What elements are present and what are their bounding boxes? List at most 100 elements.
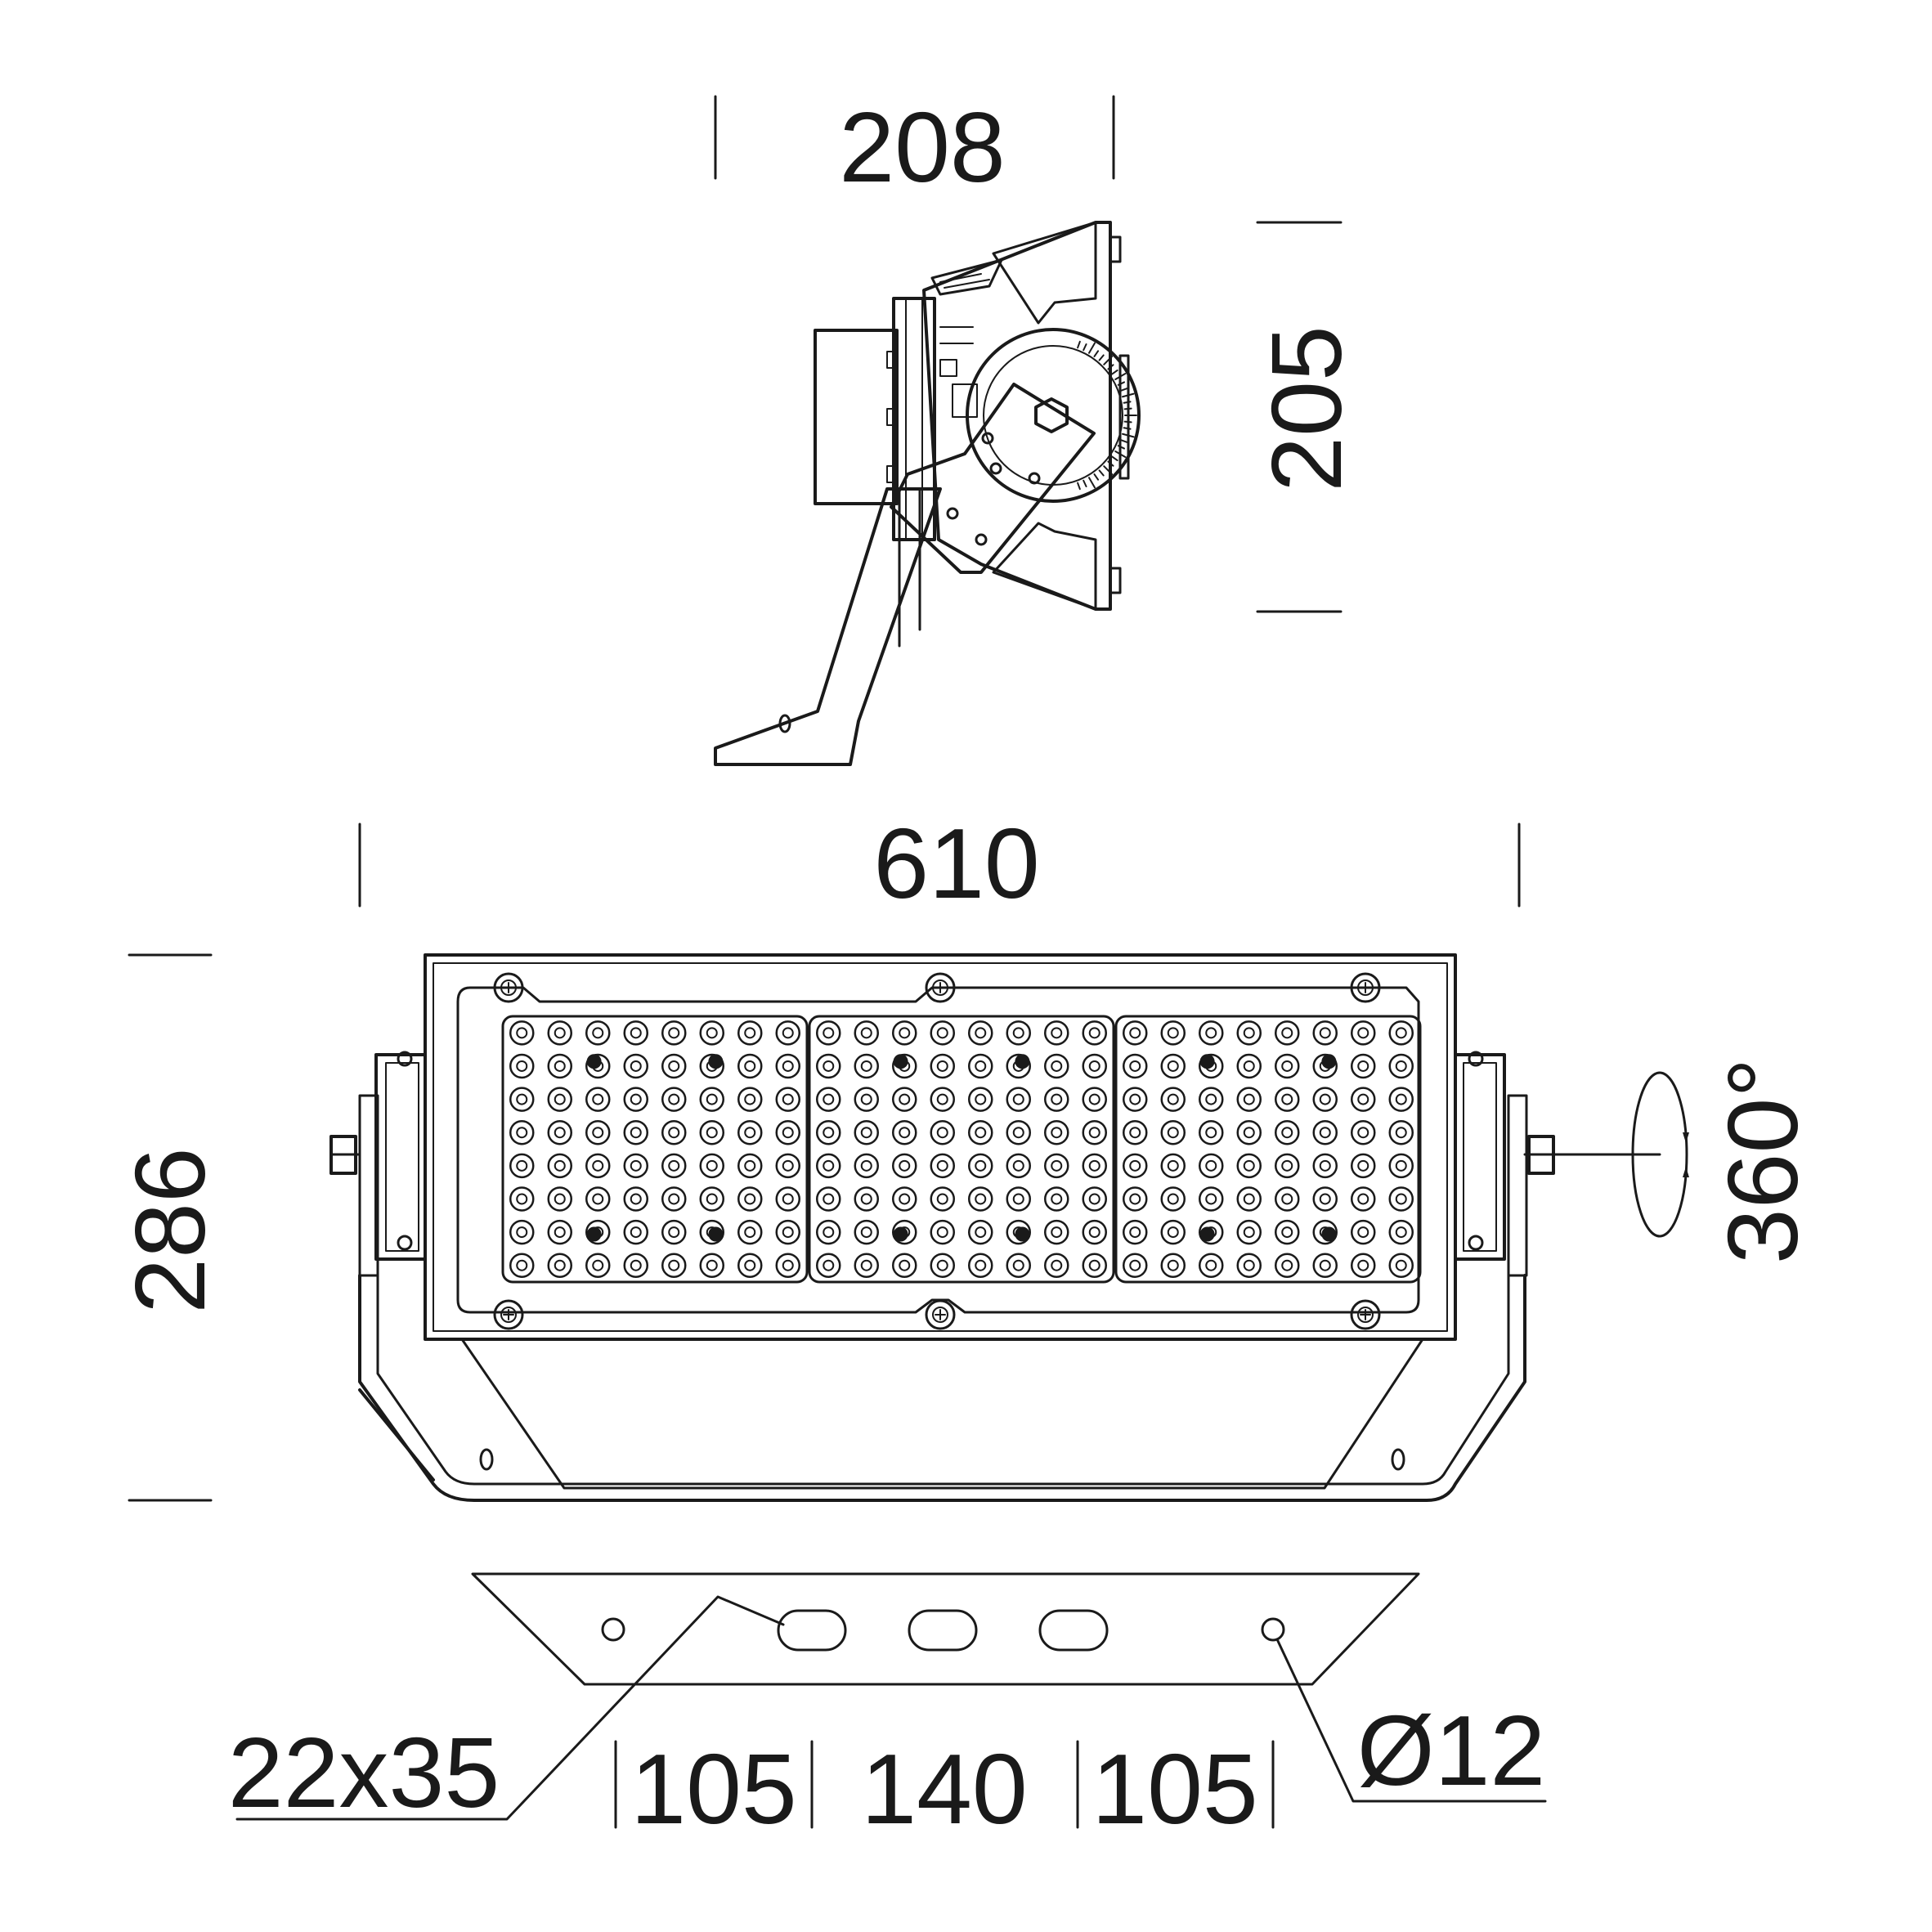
housing-screw xyxy=(925,972,956,1003)
led-lens xyxy=(699,1087,724,1112)
led-lens xyxy=(1236,1186,1262,1212)
led-lens xyxy=(1351,1053,1376,1079)
led-lens-inner xyxy=(1319,1159,1331,1172)
led-lens xyxy=(1236,1053,1262,1079)
led-lens-inner xyxy=(782,1193,794,1205)
dial-tick xyxy=(1103,465,1114,476)
led-lens xyxy=(1388,1087,1414,1112)
led-lens xyxy=(623,1119,648,1145)
led-lens xyxy=(1388,1053,1414,1079)
led-lens-inner xyxy=(668,1259,680,1271)
led-lens-inner xyxy=(1167,1127,1179,1139)
led-lens-inner xyxy=(1051,1060,1063,1072)
led-lens xyxy=(1351,1153,1376,1179)
led-lens xyxy=(854,1153,879,1179)
led-lens xyxy=(775,1119,800,1145)
led-lens xyxy=(1082,1087,1107,1112)
led-lens-inner xyxy=(1051,1027,1063,1039)
led-lens xyxy=(661,1219,687,1245)
led-lens xyxy=(1388,1219,1414,1245)
led-lens-inner xyxy=(1051,1226,1063,1239)
led-lens xyxy=(775,1087,800,1112)
led-lens-inner xyxy=(1357,1159,1369,1172)
led-lens-inner xyxy=(1395,1027,1407,1039)
dial-tick xyxy=(1098,354,1105,361)
led-lens-inner xyxy=(630,1193,642,1205)
led-lens xyxy=(1199,1053,1224,1079)
led-lens xyxy=(1123,1153,1148,1179)
led-lens xyxy=(699,1119,724,1145)
led-lens-inner xyxy=(744,1159,756,1172)
led-lens xyxy=(854,1219,879,1245)
led-lens xyxy=(1082,1020,1107,1046)
led-lens-inner xyxy=(975,1159,987,1172)
led-lens xyxy=(1082,1186,1107,1212)
led-lens xyxy=(1006,1087,1031,1112)
led-lens xyxy=(1006,1153,1031,1179)
led-lens-inner xyxy=(554,1027,566,1039)
led-lens xyxy=(1312,1186,1338,1212)
led-lens xyxy=(1044,1053,1069,1079)
led-lens xyxy=(737,1053,763,1079)
led-lens-inner xyxy=(1205,1027,1217,1039)
module-screw xyxy=(893,1226,908,1242)
led-lens-inner xyxy=(1012,1193,1024,1205)
dimension-front-width: 610 xyxy=(358,808,1521,919)
led-lens-inner xyxy=(823,1027,835,1039)
led-lens xyxy=(547,1119,572,1145)
led-lens-inner xyxy=(1357,1060,1369,1072)
led-lens-inner xyxy=(1167,1027,1179,1039)
dial-tick xyxy=(1093,473,1100,481)
led-lens xyxy=(854,1119,879,1145)
led-module-3 xyxy=(1114,1015,1422,1284)
led-lens-inner xyxy=(823,1259,835,1271)
led-lens xyxy=(661,1020,687,1046)
led-lens-inner xyxy=(706,1127,718,1139)
dimension-label-105-left: 105 xyxy=(630,1733,797,1845)
led-lens xyxy=(1351,1186,1376,1212)
led-lens xyxy=(1351,1253,1376,1278)
led-lens xyxy=(1006,1020,1031,1046)
led-lens xyxy=(585,1053,611,1079)
led-lens-inner xyxy=(592,1159,604,1172)
led-lens xyxy=(1275,1119,1300,1145)
dial-tick xyxy=(1107,460,1114,467)
led-lens xyxy=(854,1087,879,1112)
led-lens xyxy=(854,1186,879,1212)
led-lens-inner xyxy=(1088,1193,1100,1205)
dial-tick xyxy=(1107,364,1114,370)
led-lens-inner xyxy=(1243,1226,1255,1239)
dial-tick xyxy=(1093,350,1100,357)
led-lens xyxy=(968,1087,993,1112)
led-lens-inner xyxy=(516,1027,528,1039)
led-lens xyxy=(1082,1253,1107,1278)
right-pivot xyxy=(1454,1051,1661,1261)
led-lens-inner xyxy=(975,1093,987,1105)
led-lens xyxy=(1044,1119,1069,1145)
led-lens xyxy=(1123,1186,1148,1212)
led-lens-inner xyxy=(1357,1226,1369,1239)
led-lens xyxy=(1351,1020,1376,1046)
led-lens xyxy=(1123,1253,1148,1278)
led-lens-inner xyxy=(706,1027,718,1039)
led-lens xyxy=(699,1253,724,1278)
led-lens xyxy=(585,1219,611,1245)
led-lens xyxy=(509,1053,535,1079)
led-lens-inner xyxy=(823,1093,835,1105)
dial-ticks xyxy=(1077,340,1137,491)
dimension-front-height: 286 xyxy=(114,953,226,1502)
led-lens-inner xyxy=(899,1193,911,1205)
led-module-1 xyxy=(501,1015,809,1284)
led-lens xyxy=(1123,1020,1148,1046)
led-lens xyxy=(509,1219,535,1245)
led-lens-inner xyxy=(1205,1193,1217,1205)
led-lens xyxy=(892,1253,917,1278)
module-screw xyxy=(586,1054,602,1069)
led-lens-inner xyxy=(744,1060,756,1072)
front-yoke-bracket xyxy=(358,1094,1528,1502)
led-lens-inner xyxy=(1129,1093,1141,1105)
led-lens xyxy=(1082,1119,1107,1145)
led-lens xyxy=(1388,1186,1414,1212)
led-lens-inner xyxy=(744,1093,756,1105)
led-lens xyxy=(968,1119,993,1145)
